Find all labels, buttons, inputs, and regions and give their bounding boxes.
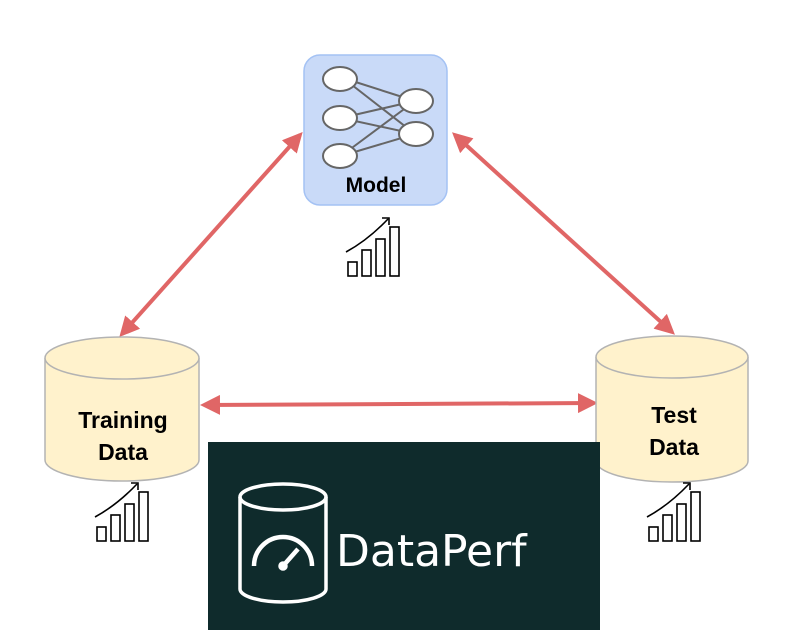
database-gauge-icon (238, 482, 328, 604)
model-label: Model (346, 174, 407, 197)
arrow-training-test (200, 393, 598, 415)
training-label-line2: Data (98, 439, 148, 465)
bar-chart-growth-icon (646, 482, 701, 542)
test-data-node: Test Data (595, 335, 749, 483)
training-label-line1: Training (78, 407, 167, 433)
model-node: Model (303, 54, 448, 206)
arrows (119, 132, 675, 415)
arrow-model-test (452, 132, 675, 335)
logo-text: DataPerf (336, 526, 528, 577)
test-label-line2: Data (649, 434, 699, 460)
bar-chart-growth-icon (94, 482, 149, 542)
neural-network-icon (322, 66, 434, 169)
training-cylinder-body (44, 358, 200, 482)
bar-chart-growth-icon (345, 217, 400, 277)
arrow-model-training (119, 132, 303, 337)
training-cylinder-top (44, 336, 200, 380)
training-data-node: Training Data (44, 336, 200, 482)
dataperf-logo: DataPerf (208, 442, 600, 630)
test-label-line1: Test (651, 402, 697, 428)
test-cylinder-body (595, 357, 749, 483)
test-cylinder-top (595, 335, 749, 379)
logo-background (208, 442, 600, 630)
